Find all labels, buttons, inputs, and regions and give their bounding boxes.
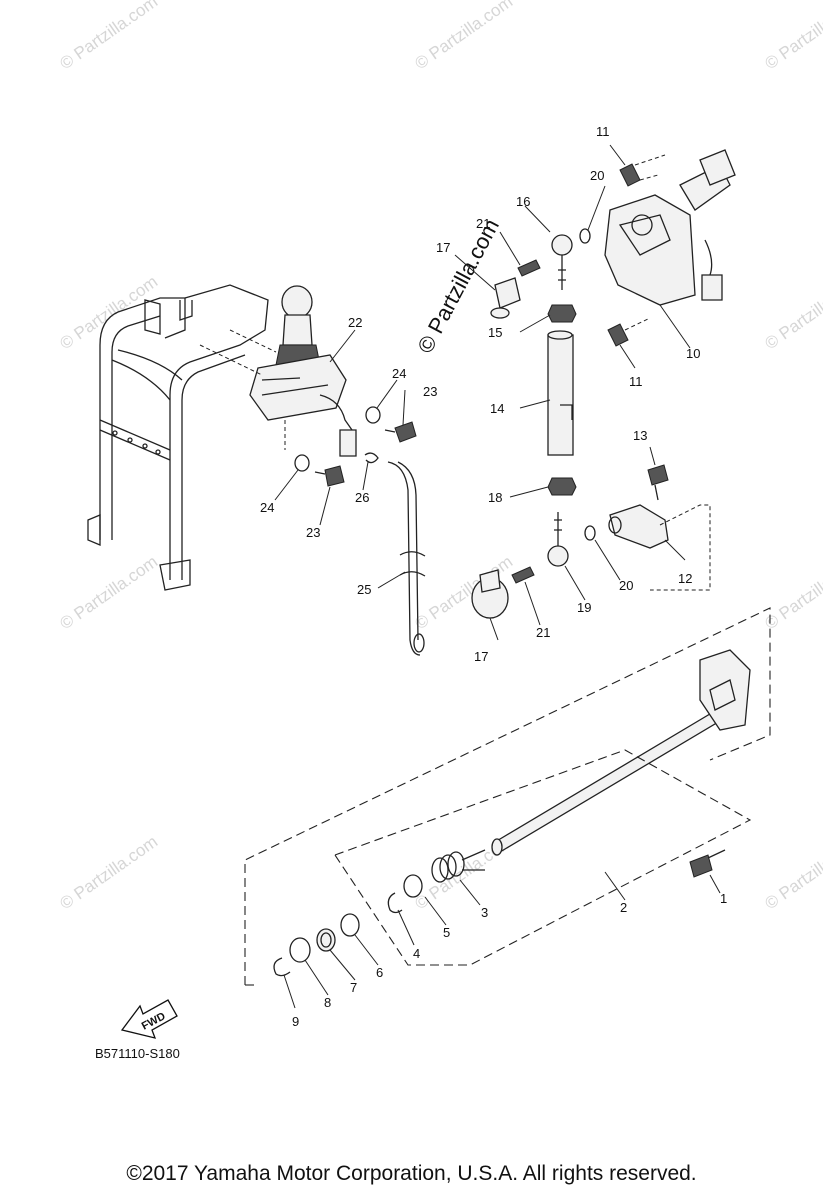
callout-3: 3 <box>481 905 488 920</box>
callout-2: 2 <box>620 900 627 915</box>
callout-24-lower: 24 <box>260 500 274 515</box>
callout-21-bottom: 21 <box>536 625 550 640</box>
lever-12 <box>608 504 711 591</box>
leader-lines <box>274 144 721 1009</box>
callout-25: 25 <box>357 582 371 597</box>
washer-20-top <box>579 228 591 244</box>
bolt-11-top <box>619 163 641 187</box>
watermark-6: © Partzilla.com <box>56 552 161 633</box>
circlip-9 <box>273 957 291 977</box>
bolt-11-bottom <box>607 317 651 347</box>
bolt-13 <box>647 464 669 501</box>
spring-3 <box>431 849 486 883</box>
assembly-outlines <box>244 607 771 986</box>
cable-25 <box>387 461 426 656</box>
bolt-1 <box>689 849 726 878</box>
figure-code: B571110-S180 <box>95 1046 180 1061</box>
watermark-1: © Partzilla.com <box>56 0 161 73</box>
bolt-21-bottom <box>511 566 535 584</box>
clip-26 <box>364 452 379 464</box>
shift-lever-assembly-22 <box>199 285 357 457</box>
washer-5 <box>403 874 423 898</box>
callout-13: 13 <box>633 428 647 443</box>
callout-1: 1 <box>720 891 727 906</box>
ball-joint-16 <box>551 234 573 290</box>
washer-8 <box>289 937 311 963</box>
hull-frame <box>87 284 269 591</box>
watermark-5: © Partzilla.com <box>761 272 823 353</box>
callout-5: 5 <box>443 925 450 940</box>
callout-11-top: 11 <box>596 124 610 139</box>
watermark-2: © Partzilla.com <box>411 0 516 73</box>
ball-joint-19 <box>547 512 569 567</box>
callout-11-bottom: 11 <box>629 374 643 389</box>
callout-21-top: 21 <box>476 216 490 231</box>
callout-16: 16 <box>516 194 530 209</box>
nut-18 <box>547 477 577 496</box>
callout-20-top: 20 <box>590 168 604 183</box>
callout-14: 14 <box>490 401 504 416</box>
callout-17-top: 17 <box>436 240 450 255</box>
callout-17-bottom: 17 <box>474 649 488 664</box>
callout-12: 12 <box>678 571 692 586</box>
callout-24-upper: 24 <box>392 366 406 381</box>
watermark-11: © Partzilla.com <box>761 832 823 913</box>
cap-17-bottom <box>471 569 509 619</box>
callout-10: 10 <box>686 346 700 361</box>
watermark-9: © Partzilla.com <box>56 832 161 913</box>
cap-17-top <box>490 277 521 319</box>
bolt-23-lower <box>314 465 345 487</box>
callout-20-bottom: 20 <box>619 578 633 593</box>
callout-6: 6 <box>376 965 383 980</box>
callout-26: 26 <box>355 490 369 505</box>
watermark-8: © Partzilla.com <box>761 552 823 633</box>
watermark-3: © Partzilla.com <box>761 0 823 73</box>
callout-22: 22 <box>348 315 362 330</box>
washer-24-lower <box>294 454 310 472</box>
shift-position-unit-10 <box>604 149 736 306</box>
callout-9: 9 <box>292 1014 299 1029</box>
washer-24-upper <box>365 406 381 424</box>
callout-23-upper: 23 <box>423 384 437 399</box>
callout-8: 8 <box>324 995 331 1010</box>
callout-15: 15 <box>488 325 502 340</box>
callout-18: 18 <box>488 490 502 505</box>
callouts: 1 2 3 4 5 6 7 8 9 10 11 11 12 13 14 15 1… <box>260 124 727 1029</box>
fwd-arrow-icon: FWD <box>120 999 178 1039</box>
callout-19: 19 <box>577 600 591 615</box>
nut-15 <box>547 304 577 323</box>
washer-6 <box>340 913 360 937</box>
callout-4: 4 <box>413 946 420 961</box>
watermarks: © Partzilla.com © Partzilla.com © Partzi… <box>56 0 823 913</box>
copyright-notice: ©2017 Yamaha Motor Corporation, U.S.A. A… <box>126 1162 697 1185</box>
callout-23-lower: 23 <box>306 525 320 540</box>
rod-14 <box>547 330 574 456</box>
shift-shaft-2 <box>491 649 751 856</box>
callout-7: 7 <box>350 980 357 995</box>
oil-seal-7 <box>316 928 336 952</box>
washer-20-bottom <box>584 525 596 541</box>
circlip-4 <box>387 892 403 914</box>
bolt-23-upper <box>384 421 417 443</box>
bolt-21-top <box>517 259 541 277</box>
